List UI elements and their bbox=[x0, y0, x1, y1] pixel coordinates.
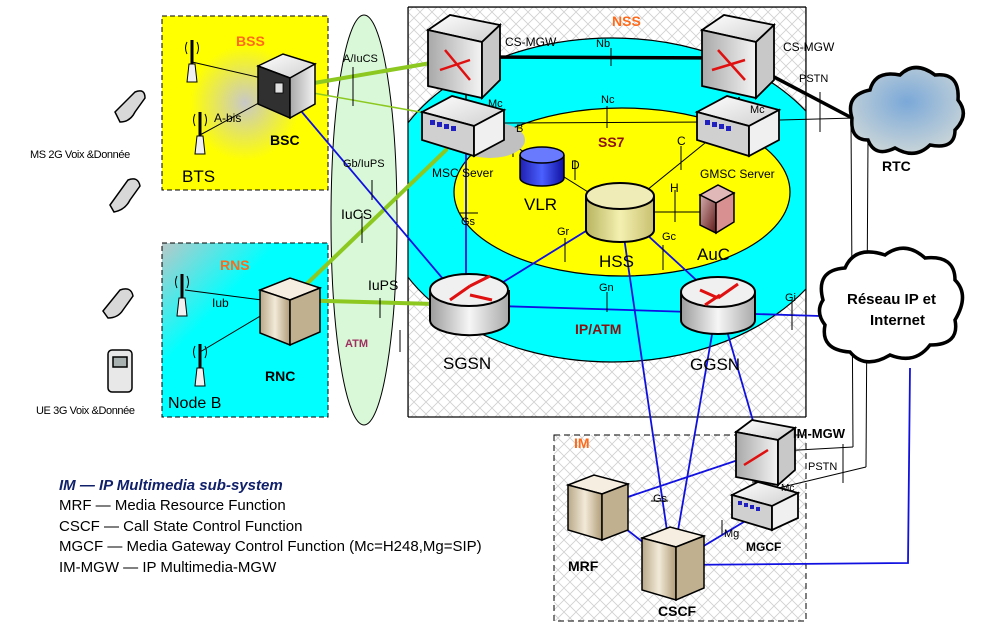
iucs-label: IuCS bbox=[341, 206, 372, 222]
nc-label: Nc bbox=[601, 94, 615, 106]
cs-mgw-switch-icon bbox=[699, 14, 776, 101]
nss-label: NSS bbox=[612, 13, 641, 29]
bss-label: BSS bbox=[236, 33, 265, 49]
auc-label: AuC bbox=[697, 245, 730, 264]
im-mgw-switch-icon bbox=[733, 419, 798, 487]
msc-server-icon bbox=[419, 95, 525, 158]
rtc-label: RTC bbox=[882, 158, 911, 174]
internet-cloud-icon bbox=[817, 246, 965, 364]
sgsn-label: SGSN bbox=[443, 354, 491, 373]
cs-mgw-switch-icon bbox=[425, 14, 502, 101]
nb-label: Nb bbox=[596, 38, 610, 50]
gs-label: Gs bbox=[461, 216, 476, 228]
legend-item-mrf: MRF — Media Resource Function bbox=[59, 497, 286, 515]
pstn-top-label: PSTN bbox=[799, 73, 828, 85]
ms-2g-label: MS 2G Voix &Donnée bbox=[30, 149, 130, 161]
iups-label: IuPS bbox=[368, 277, 398, 293]
legend-title: IM — IP Multimedia sub-system bbox=[59, 477, 283, 494]
d-label: D bbox=[571, 158, 580, 172]
mc-left-label: Mc bbox=[488, 98, 503, 110]
mgcf-label: MGCF bbox=[746, 540, 781, 554]
rnc-label: RNC bbox=[265, 368, 295, 384]
atm-region bbox=[330, 14, 398, 426]
mc-im-label: Mc bbox=[781, 483, 794, 494]
msc-server-label: MSC Sever bbox=[432, 166, 493, 180]
mobile-phone-icon bbox=[102, 90, 146, 393]
labels: BSS RNS NSS SS7 IP/ATM ATM IM BSC BTS RN… bbox=[30, 13, 936, 619]
a-iucs-label: A/IuCS bbox=[343, 53, 378, 65]
node-b-label: Node B bbox=[168, 395, 221, 412]
rtc-cloud-icon bbox=[848, 65, 965, 155]
cscf-label: CSCF bbox=[658, 603, 697, 619]
gr-label: Gr bbox=[557, 226, 570, 238]
ggsn-router-icon bbox=[680, 276, 756, 335]
iub-label: Iub bbox=[212, 296, 229, 310]
legend-item-mgcf: MGCF — Media Gateway Control Function (M… bbox=[59, 538, 482, 556]
auc-device-icon bbox=[698, 184, 736, 235]
a-bis-label: A-bis bbox=[214, 111, 241, 125]
ggsn-label: GGSN bbox=[690, 355, 740, 374]
rnc-server-icon bbox=[257, 277, 323, 347]
interface-ticks bbox=[352, 48, 844, 535]
cs-mgw-right-label: CS-MGW bbox=[783, 40, 835, 54]
ip-atm-label: IP/ATM bbox=[575, 321, 621, 337]
h-label: H bbox=[670, 181, 679, 195]
mrf-label: MRF bbox=[568, 558, 599, 574]
bss-region bbox=[161, 15, 329, 191]
vlr-label: VLR bbox=[524, 195, 557, 214]
legend-item-cscf: CSCF — Call State Control Function bbox=[59, 517, 303, 535]
bsc-label: BSC bbox=[270, 132, 300, 148]
ss7-label: SS7 bbox=[598, 134, 625, 150]
mg-label: Mg bbox=[724, 528, 739, 540]
sgsn-router-icon bbox=[429, 273, 510, 337]
im-legend: IM — IP Multimedia sub-system MRF — Medi… bbox=[59, 476, 482, 578]
b-label: B bbox=[516, 123, 523, 135]
bts-label: BTS bbox=[182, 167, 215, 186]
bsc-device-icon bbox=[256, 53, 317, 120]
gmsc-server-icon bbox=[694, 95, 782, 158]
internet-label-line2: Internet bbox=[870, 312, 925, 329]
atm-label: ATM bbox=[345, 338, 368, 350]
mgcf-server-icon bbox=[729, 481, 801, 532]
mc-right-label: Mc bbox=[750, 104, 765, 116]
vlr-database-icon bbox=[519, 146, 565, 187]
ue-3g-label: UE 3G Voix &Donnée bbox=[36, 405, 135, 417]
gb-iups-label: Gb/IuPS bbox=[343, 158, 385, 170]
cs-mgw-left-label: CS-MGW bbox=[505, 35, 557, 49]
gi-label: Gi bbox=[785, 292, 796, 304]
c-label: C bbox=[677, 134, 686, 148]
mrf-server-icon bbox=[565, 474, 631, 542]
gc-label: Gc bbox=[662, 231, 677, 243]
legend-item-im-mgw: IM-MGW — IP Multimedia-MGW bbox=[59, 558, 277, 576]
bts-antenna-icon bbox=[175, 40, 207, 387]
cscf-server-icon bbox=[639, 526, 707, 602]
gn-label: Gn bbox=[599, 282, 614, 294]
im-label: IM bbox=[574, 435, 590, 451]
hss-label: HSS bbox=[599, 252, 634, 271]
im-mgw-label: IM-MGW bbox=[793, 426, 846, 441]
rns-label: RNS bbox=[220, 257, 250, 273]
gmsc-server-label: GMSC Server bbox=[700, 167, 775, 181]
gs-im-label: Gs bbox=[653, 493, 668, 505]
internet-label-line1: Réseau IP et bbox=[847, 291, 936, 308]
hss-database-icon bbox=[585, 182, 655, 243]
pstn-im-label: PSTN bbox=[808, 461, 837, 473]
